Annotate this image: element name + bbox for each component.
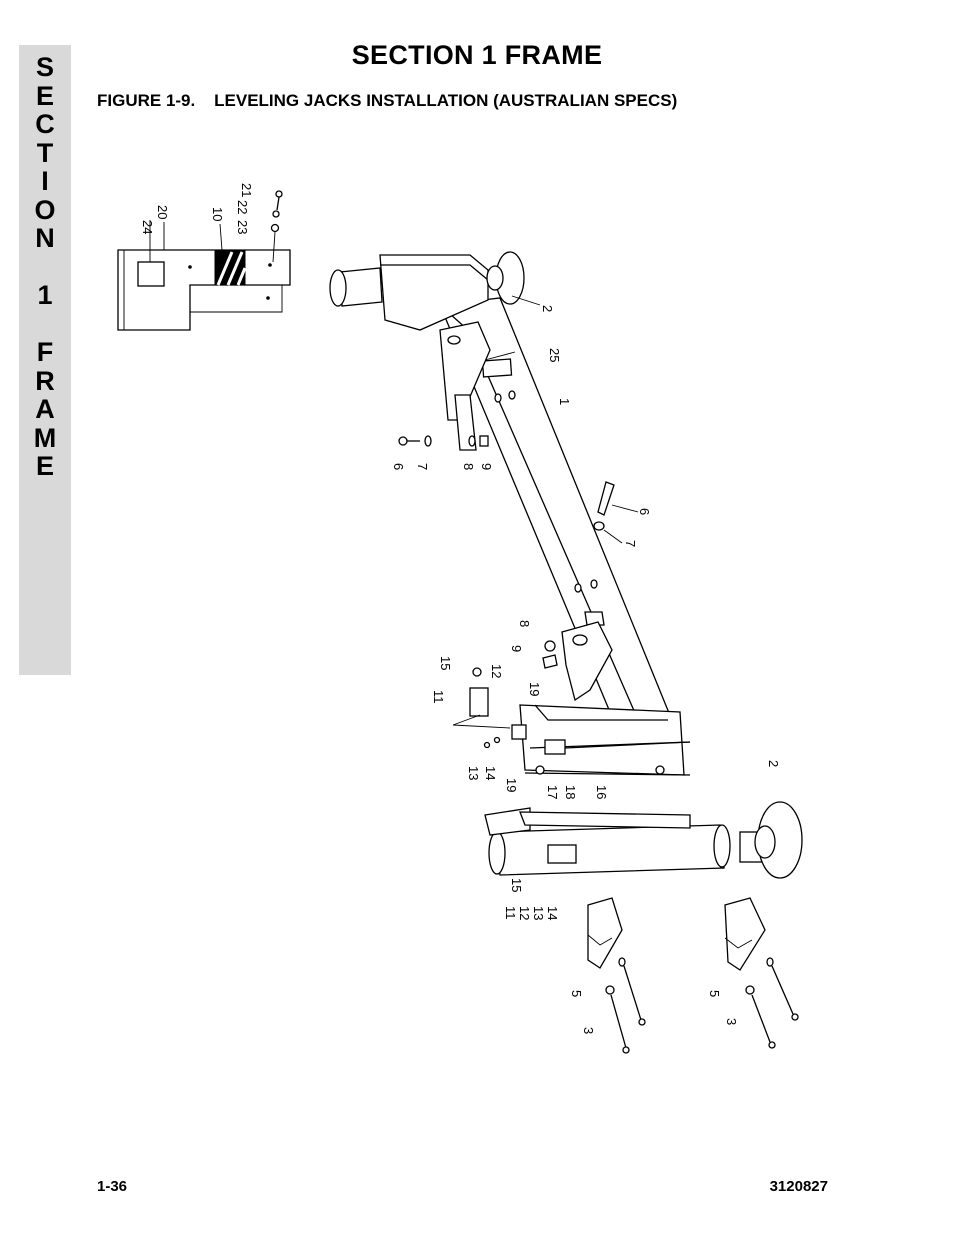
top-jack-assembly — [329, 251, 541, 451]
side-letter: I — [41, 166, 49, 196]
pad-bolts — [605, 957, 799, 1054]
callout-3-left: 3 — [581, 1027, 596, 1034]
callout-19-upper: 19 — [527, 682, 542, 696]
side-letter: C — [35, 109, 55, 139]
bolt-set-right — [593, 481, 639, 544]
callout-12-lower: 12 — [517, 906, 532, 920]
callout-3-right: 3 — [724, 1018, 739, 1025]
document-number: 3120827 — [769, 1178, 828, 1195]
callout-21: 21 — [239, 183, 254, 197]
callout-22: 22 — [235, 200, 250, 214]
callout-6-upper: 6 — [391, 463, 406, 470]
lower-jack-cylinder — [484, 801, 803, 879]
callout-14-lower: 14 — [483, 766, 498, 780]
callout-8-upper: 8 — [461, 463, 476, 470]
callout-8-mid: 8 — [517, 620, 532, 627]
callout-5-left: 5 — [569, 990, 584, 997]
side-letter: E — [35, 80, 54, 111]
callout-2-top: 2 — [540, 305, 555, 312]
callout-13-lower: 13 — [466, 766, 481, 780]
callout-9-upper: 9 — [479, 463, 494, 470]
side-letter: E — [35, 451, 54, 481]
side-letter: A — [35, 394, 55, 424]
callout-19-lower: 19 — [504, 778, 519, 792]
side-tab-letters: S E C T I O N 1 F R A M E — [19, 53, 71, 481]
decal-plate-detail — [117, 190, 291, 331]
callout-16: 16 — [594, 785, 609, 799]
callout-23: 23 — [235, 220, 250, 234]
callout-11-upper: 11 — [431, 690, 446, 704]
callout-13-bottom: 13 — [531, 906, 546, 920]
side-letter: O — [34, 194, 56, 225]
callout-11-lower: 11 — [503, 906, 518, 920]
callout-6-right: 6 — [637, 508, 652, 515]
callout-1: 1 — [557, 398, 572, 405]
callout-15-lower: 15 — [509, 878, 524, 892]
leveling-pad-right — [724, 897, 766, 971]
side-letter: S — [35, 52, 54, 82]
callout-10: 10 — [210, 207, 225, 221]
callout-18: 18 — [563, 785, 578, 799]
callout-24: 24 — [140, 220, 155, 234]
callout-2-lower: 2 — [766, 760, 781, 767]
frame-beam — [439, 297, 681, 761]
bolt-set-upper — [398, 435, 489, 447]
callout-9-mid: 9 — [509, 645, 524, 652]
callout-5-right: 5 — [707, 990, 722, 997]
leveling-pad-left — [587, 897, 623, 969]
side-letter: F — [36, 337, 54, 367]
side-letter: M — [33, 422, 57, 453]
callout-7-upper: 7 — [415, 463, 430, 470]
page-title: SECTION 1 FRAME — [351, 40, 603, 70]
callout-25: 25 — [547, 348, 562, 362]
callout-14-bottom: 14 — [545, 906, 560, 920]
middle-bracket — [542, 621, 613, 702]
side-letter: R — [35, 365, 55, 396]
callout-20: 20 — [155, 205, 170, 219]
callout-12-upper: 12 — [489, 664, 504, 678]
side-letter: T — [36, 137, 54, 168]
lower-carriage — [511, 704, 691, 776]
callout-7-right: 7 — [623, 540, 638, 547]
figure-caption: FIGURE 1-9. LEVELING JACKS INSTALLATION … — [97, 91, 678, 110]
callout-17: 17 — [545, 785, 560, 799]
switch-assembly — [452, 667, 511, 749]
callout-labels: 24 20 10 23 22 21 2 25 1 6 7 8 9 6 7 8 9… — [140, 183, 781, 1034]
callout-15-upper: 15 — [438, 656, 453, 670]
page-number: 1-36 — [97, 1178, 128, 1195]
section-side-tab: S E C T I O N 1 F R A M E — [19, 45, 71, 675]
side-letter: N — [35, 223, 55, 253]
side-letter: 1 — [37, 280, 53, 310]
